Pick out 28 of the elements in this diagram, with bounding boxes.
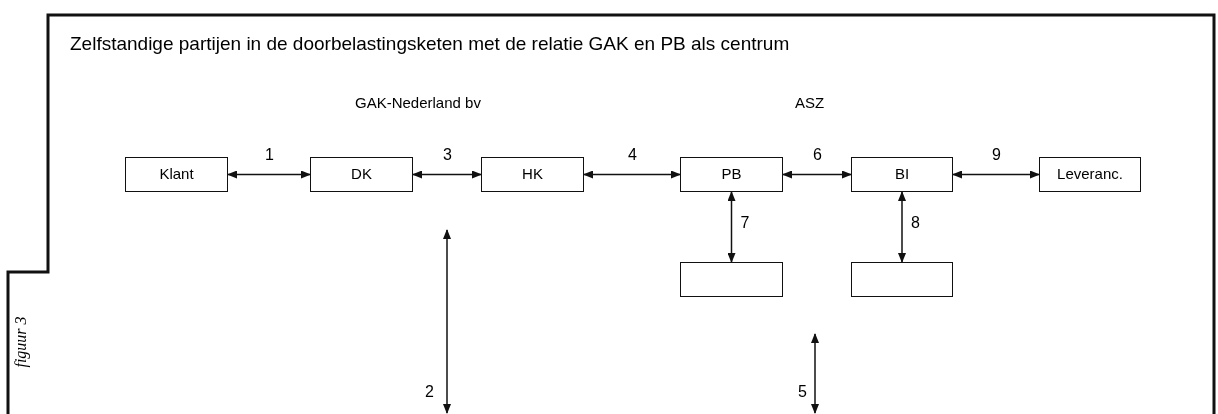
double-arrow [583, 170, 681, 179]
double-arrow [727, 191, 736, 263]
edge-label: 3 [442, 146, 453, 163]
entity-box: PB [680, 157, 783, 192]
empty-box [851, 262, 953, 297]
group-label: GAK-Nederland bv [355, 95, 481, 110]
edge-label: 8 [910, 215, 921, 231]
figure-caption: figuur 3 [11, 315, 31, 370]
entity-box: Klant [125, 157, 228, 192]
group-label: ASZ [795, 95, 825, 110]
entity-box: DK [310, 157, 413, 192]
empty-box [680, 262, 783, 297]
edge-label: 9 [991, 146, 1002, 163]
double-arrow [898, 191, 906, 263]
entity-box: HK [481, 157, 584, 192]
entity-box: Leveranc. [1039, 157, 1141, 192]
edge-label: 6 [812, 146, 823, 163]
entity-box: BI [851, 157, 953, 192]
double-arrow [782, 170, 852, 179]
double-arrow [227, 170, 311, 179]
double-arrow [412, 170, 482, 179]
arrow-number: 2 [425, 384, 434, 400]
edge-label: 4 [627, 146, 638, 163]
arrow-number: 5 [798, 384, 807, 400]
diagram-title: Zelfstandige partijen in de doorbelastingsketen met de relatie GAK en PB als centrum [70, 32, 790, 56]
edge-label: 1 [264, 146, 275, 163]
double-arrow [952, 170, 1040, 179]
edge-label: 7 [739, 215, 751, 231]
